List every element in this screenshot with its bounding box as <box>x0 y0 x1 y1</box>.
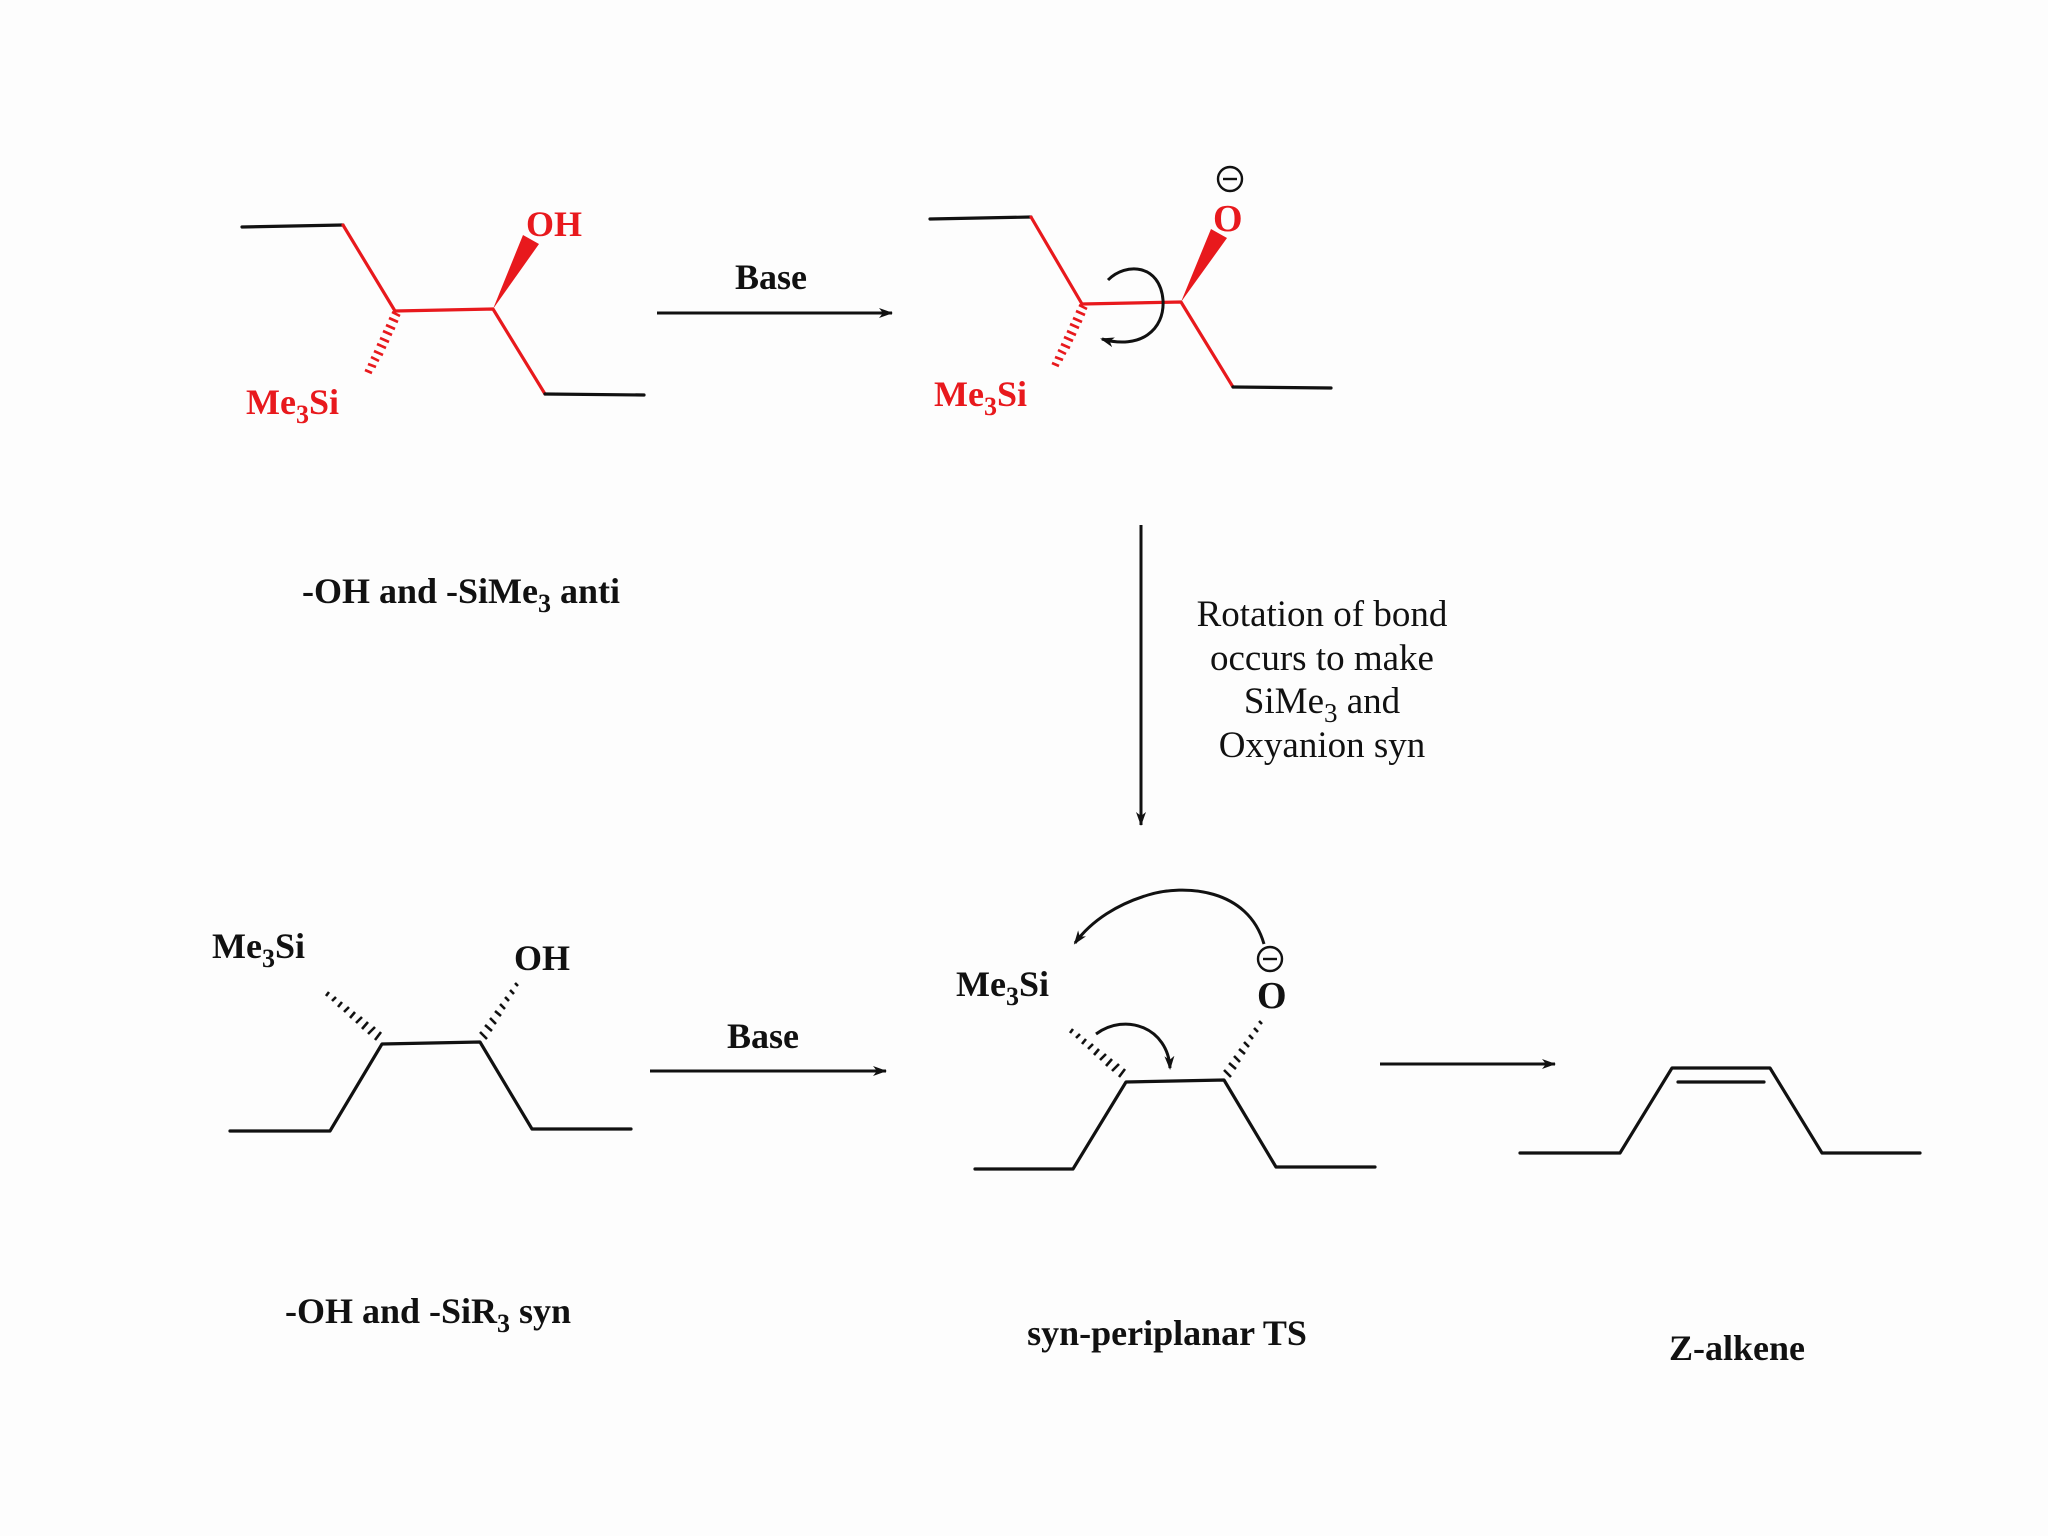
rotation-note: Rotation of bond occurs to make SiMe3 an… <box>1197 594 1448 766</box>
note-line-2: occurs to make <box>1210 638 1434 679</box>
alkene-skeleton <box>1518 1066 1922 1155</box>
reaction-arrow-base-2: Base <box>650 1016 887 1076</box>
caption-ts: syn-periplanar TS <box>1027 1313 1307 1353</box>
si-hash-bond-3 <box>324 991 383 1041</box>
base-label-1: Base <box>735 257 807 297</box>
oh-label: OH <box>526 204 582 244</box>
ethyl-bond-right-2 <box>1231 385 1333 390</box>
oh-wedge-bond <box>493 235 539 309</box>
note-line-1: Rotation of bond <box>1197 594 1448 635</box>
molecule-anti-hydroxysilane: OH Me3Si <box>240 204 646 429</box>
negative-charge-icon <box>1216 165 1244 193</box>
ethyl-bond-right <box>543 392 646 397</box>
note-line-3: SiMe3 and <box>1244 681 1401 728</box>
caption-anti: -OH and -SiMe3 anti <box>302 571 620 618</box>
si-hash-bond <box>364 310 401 375</box>
o-hash-bond <box>1223 1020 1263 1078</box>
me3si-label-2: Me3Si <box>934 374 1027 421</box>
me3si-label-4: Me3Si <box>956 964 1049 1011</box>
me3si-label: Me3Si <box>246 382 339 429</box>
si-hash-bond-2 <box>1051 303 1088 368</box>
o-to-si-curved-arrow-icon <box>1073 888 1266 945</box>
oxyanion-label-4: O <box>1257 975 1287 1017</box>
me3si-label-3: Me3Si <box>212 926 305 973</box>
caption-syn: -OH and -SiR3 syn <box>285 1291 571 1338</box>
caption-product: Z-alkene <box>1669 1328 1805 1368</box>
si-hash-bond-4 <box>1068 1028 1127 1078</box>
negative-charge-icon-4 <box>1256 945 1284 973</box>
si-c-to-cc-curved-arrow-icon <box>1095 1022 1175 1070</box>
note-line-4: Oxyanion syn <box>1219 725 1426 766</box>
base-label-2: Base <box>727 1016 799 1056</box>
syn-backbone <box>228 1040 633 1133</box>
molecule-z-alkene <box>1518 1066 1922 1155</box>
ethyl-bond-left <box>240 223 345 229</box>
reaction-arrow-base-1: Base <box>657 257 893 318</box>
oh-label-3: OH <box>514 938 570 978</box>
molecule-anti-alkoxide: O Me3Si <box>928 165 1333 421</box>
oh-hash-bond <box>479 982 519 1040</box>
ts-backbone <box>973 1078 1377 1171</box>
rotation-arrow-icon <box>1100 267 1165 348</box>
molecule-syn-hydroxysilane: Me3Si OH <box>212 926 633 1133</box>
ethyl-bond-left-2 <box>928 215 1033 221</box>
oxyanion-label: O <box>1213 198 1243 240</box>
molecule-syn-periplanar-ts: Me3Si O <box>956 888 1377 1171</box>
o-wedge-bond <box>1181 229 1227 302</box>
backbone-bonds <box>341 223 547 396</box>
backbone-bonds-2 <box>1029 215 1235 389</box>
